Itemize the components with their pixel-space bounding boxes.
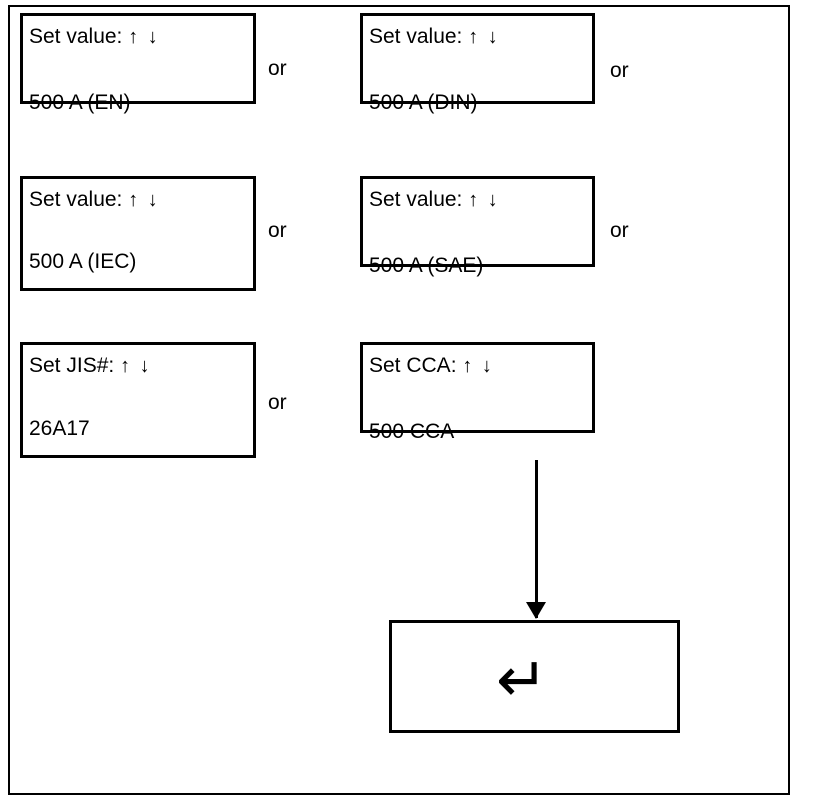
lcd-value-jis: 26A17: [29, 417, 90, 440]
flow-arrow-shaft: [535, 460, 538, 618]
lcd-box-iec: Set value: ↑ ↓ 500 A (IEC): [20, 176, 256, 291]
lcd-value-cca: 500 CCA: [369, 420, 455, 443]
lcd-prompt-din: Set value: ↑ ↓: [369, 26, 500, 48]
or-label-en: or: [268, 57, 287, 80]
up-down-arrows-icon-sae: ↑ ↓: [468, 189, 500, 211]
lcd-prompt-iec: Set value: ↑ ↓: [29, 189, 160, 211]
lcd-value-sae: 500 A (SAE): [369, 254, 484, 277]
lcd-box-jis: Set JIS#: ↑ ↓ 26A17: [20, 342, 256, 458]
up-down-arrows-icon-en: ↑ ↓: [128, 26, 160, 48]
up-down-arrows-icon-iec: ↑ ↓: [128, 189, 160, 211]
lcd-box-din: Set value: ↑ ↓ 500 A (DIN): [360, 13, 595, 113]
lcd-box-sae: Set value: ↑ ↓ 500 A (SAE): [360, 176, 595, 276]
lcd-prompt-cca: Set CCA: ↑ ↓: [369, 355, 494, 377]
lcd-value-din: 500 A (DIN): [369, 91, 478, 114]
lcd-prompt-text-en: Set value:: [29, 25, 123, 48]
lcd-prompt-sae: Set value: ↑ ↓: [369, 189, 500, 211]
lcd-prompt-text-sae: Set value:: [369, 188, 463, 211]
lcd-box-cca: Set CCA: ↑ ↓ 500 CCA: [360, 342, 595, 442]
up-down-arrows-icon-din: ↑ ↓: [468, 26, 500, 48]
lcd-prompt-text-din: Set value:: [369, 25, 463, 48]
or-label-jis: or: [268, 391, 287, 414]
or-label-din: or: [610, 59, 629, 82]
lcd-box-en: Set value: ↑ ↓ 500 A (EN): [20, 13, 256, 113]
lcd-prompt-jis: Set JIS#: ↑ ↓: [29, 355, 152, 377]
lcd-prompt-en: Set value: ↑ ↓: [29, 26, 160, 48]
lcd-prompt-text-jis: Set JIS#:: [29, 354, 115, 377]
flow-arrow-head: [526, 602, 546, 619]
lcd-prompt-text-cca: Set CCA:: [369, 354, 457, 377]
outer-frame: [8, 5, 790, 795]
result-box-enter: ↵: [389, 620, 680, 733]
or-label-iec: or: [268, 219, 287, 242]
enter-key-icon: ↵: [496, 643, 548, 716]
lcd-value-en: 500 A (EN): [29, 91, 131, 114]
or-label-sae: or: [610, 219, 629, 242]
lcd-value-iec: 500 A (IEC): [29, 250, 137, 273]
up-down-arrows-icon-jis: ↑ ↓: [120, 355, 152, 377]
up-down-arrows-icon-cca: ↑ ↓: [462, 355, 494, 377]
lcd-prompt-text-iec: Set value:: [29, 188, 123, 211]
